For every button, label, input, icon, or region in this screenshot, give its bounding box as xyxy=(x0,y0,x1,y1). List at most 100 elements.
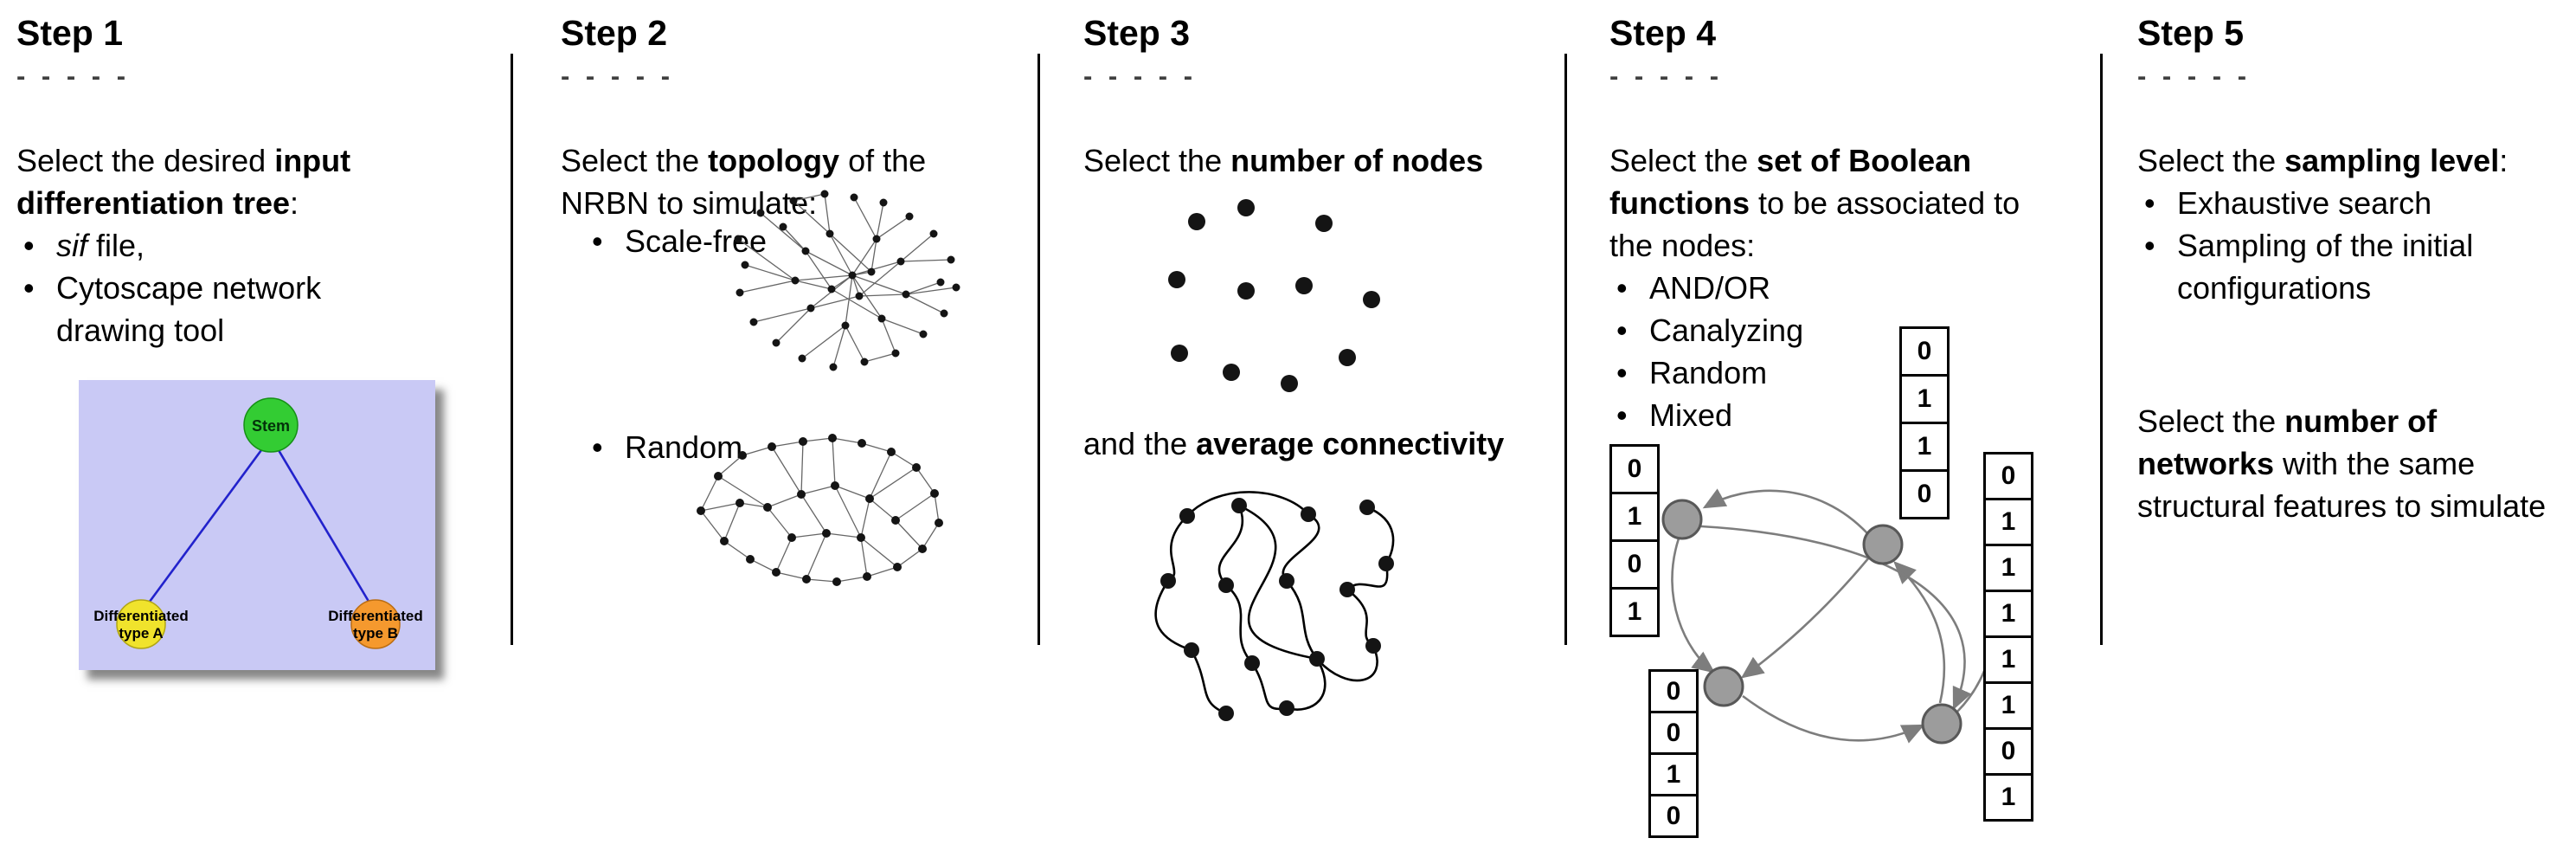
leaf-a-label-line2: type A xyxy=(119,625,163,641)
truth-table-cell: 1 xyxy=(1609,492,1660,542)
intro-text: Select the xyxy=(1083,143,1231,178)
truth-table-cell: 0 xyxy=(1648,669,1699,713)
truth-table-cell: 1 xyxy=(1983,498,2033,546)
step-3-column: Step 3 - - - - - Select the number of no… xyxy=(1083,0,1603,851)
truth-table-cell: 0 xyxy=(1648,794,1699,838)
network-nodes xyxy=(697,434,943,586)
network-curves xyxy=(1154,491,1395,715)
step-3-dashes: - - - - - xyxy=(1083,61,1198,91)
bullet-text: AND/OR xyxy=(1649,270,1771,306)
truth-table-cell: 0 xyxy=(1983,727,2033,776)
step-2-dashes: - - - - - xyxy=(561,61,675,91)
bullet-item: • Mixed xyxy=(1609,394,2098,436)
column-divider xyxy=(1037,54,1040,645)
boolean-network-illustration xyxy=(1661,488,2004,745)
truth-table-cell: 1 xyxy=(1899,422,1950,472)
step-4-bullet-list: • AND/OR •Canalyzing • Random • Mixed xyxy=(1609,267,2098,436)
intro-text-bold: average connectivity xyxy=(1196,426,1505,461)
truth-table-right: 0 1 1 1 1 1 0 1 xyxy=(1983,452,2033,822)
step-1-intro: Select the desired input differentiation… xyxy=(16,139,501,224)
intro-text-bold: set of Boolean functions xyxy=(1609,143,1972,221)
bullet-text: sif file, xyxy=(56,224,145,267)
step-5-paragraph-2: Select the number of networks with the s… xyxy=(2137,400,2561,527)
step-3-title: Step 3 xyxy=(1083,13,1191,53)
bullet-text: Random xyxy=(1649,355,1768,390)
bullet-text: Scale-free xyxy=(625,223,768,259)
column-divider xyxy=(2100,54,2103,645)
step-1-bullet-list: • sif file, • Cytoscape network drawing … xyxy=(16,224,501,351)
intro-text: and the xyxy=(1083,426,1197,461)
differentiated-type-a-node xyxy=(116,599,166,649)
bullet-text: Mixed xyxy=(1649,397,1733,433)
truth-table-cell: 0 xyxy=(1609,444,1660,494)
truth-table-cell: 0 xyxy=(1983,452,2033,500)
network-nodes xyxy=(1661,499,1963,745)
step-4-dashes: - - - - - xyxy=(1609,61,1724,91)
step-1-dashes: - - - - - xyxy=(16,61,131,91)
truth-table-cell: 0 xyxy=(1648,711,1699,755)
truth-table-cell: 1 xyxy=(1983,590,2033,638)
node-dots xyxy=(1168,199,1380,392)
bullet-item: • Random xyxy=(1609,351,2098,394)
bullet-item: • Cytoscape network drawing tool xyxy=(16,267,501,351)
network-edges xyxy=(700,437,940,583)
boolean-node xyxy=(1703,666,1744,707)
step-2-intro: Select the topology of the NRBN to simul… xyxy=(561,139,1045,224)
column-divider xyxy=(511,54,513,645)
bullet-text: Canalyzing xyxy=(1649,313,1804,348)
scale-free-network-illustration xyxy=(734,190,960,371)
truth-table-cell: 1 xyxy=(1983,681,2033,730)
intro-text: Select the desired xyxy=(16,143,275,178)
boolean-node xyxy=(1661,499,1703,540)
step-3-line1: Select the number of nodes xyxy=(1083,139,1603,182)
step-1-column: Step 1 - - - - - Select the desired inpu… xyxy=(16,0,501,851)
bullet-text: Cytoscape network drawing tool xyxy=(56,270,322,348)
intro-text: Select the xyxy=(1609,143,1757,178)
tree-edges xyxy=(143,436,375,609)
bullet-marker: • xyxy=(1616,270,1628,306)
para-text: with the same structural features to sim… xyxy=(2137,446,2547,524)
stem-node-label: Stem xyxy=(252,417,290,435)
bullet-text: Sampling of the initial configurations xyxy=(2177,228,2474,306)
step-4-title: Step 4 xyxy=(1609,13,1717,53)
intro-text-bold: number of nodes xyxy=(1230,143,1484,178)
boolean-node xyxy=(1862,524,1904,565)
bullet-item-scale-free: • Scale-free xyxy=(585,220,827,262)
intro-text-bold: topology xyxy=(708,143,840,178)
differentiated-type-b-node xyxy=(350,599,401,649)
bullet-text-italic: sif xyxy=(56,228,87,263)
bullet-item: • Sampling of the initial configurations xyxy=(2137,224,2561,309)
step-1-title: Step 1 xyxy=(16,13,124,53)
network-nodes xyxy=(734,190,960,371)
connectivity-network-illustration xyxy=(1154,491,1395,721)
truth-table-cell: 0 xyxy=(1899,469,1950,519)
bullet-marker: • xyxy=(23,228,35,263)
bullet-item: •Canalyzing xyxy=(1609,309,2098,351)
bullet-marker: • xyxy=(592,429,603,465)
bullet-marker: • xyxy=(1616,355,1628,390)
truth-table-bottom: 0 0 1 0 xyxy=(1648,669,1699,838)
bullet-item-random: • Random xyxy=(585,426,827,468)
differentiation-tree-figure: Stem Differentiated type A Differentiate… xyxy=(79,380,435,670)
bullet-marker: • xyxy=(1616,397,1628,433)
tree-edge xyxy=(143,436,273,609)
leaf-a-label-line1: Differentiated xyxy=(93,608,189,624)
bullet-marker: • xyxy=(592,223,603,259)
bullet-marker: • xyxy=(2144,228,2155,263)
bullet-text: Random xyxy=(625,429,743,465)
tree-edge xyxy=(269,436,375,609)
stem-node xyxy=(243,397,299,453)
truth-table-cell: 1 xyxy=(1899,374,1950,424)
para-text-bold: number of networks xyxy=(2137,403,2438,481)
nodes-dots-illustration xyxy=(1168,199,1380,392)
step-2-column: Step 2 - - - - - Select the topology of … xyxy=(561,0,1045,851)
intro-text: to be associated to the nodes: xyxy=(1609,185,2020,263)
network-edges xyxy=(737,193,957,368)
step-2-title: Step 2 xyxy=(561,13,668,53)
intro-text: Select the xyxy=(561,143,709,178)
network-nodes xyxy=(1160,498,1394,721)
leaf-b-label-line2: type B xyxy=(353,625,398,641)
bullet-text-rest: file, xyxy=(87,228,145,263)
truth-table-cell: 1 xyxy=(1983,544,2033,592)
random-network-illustration xyxy=(697,434,943,586)
